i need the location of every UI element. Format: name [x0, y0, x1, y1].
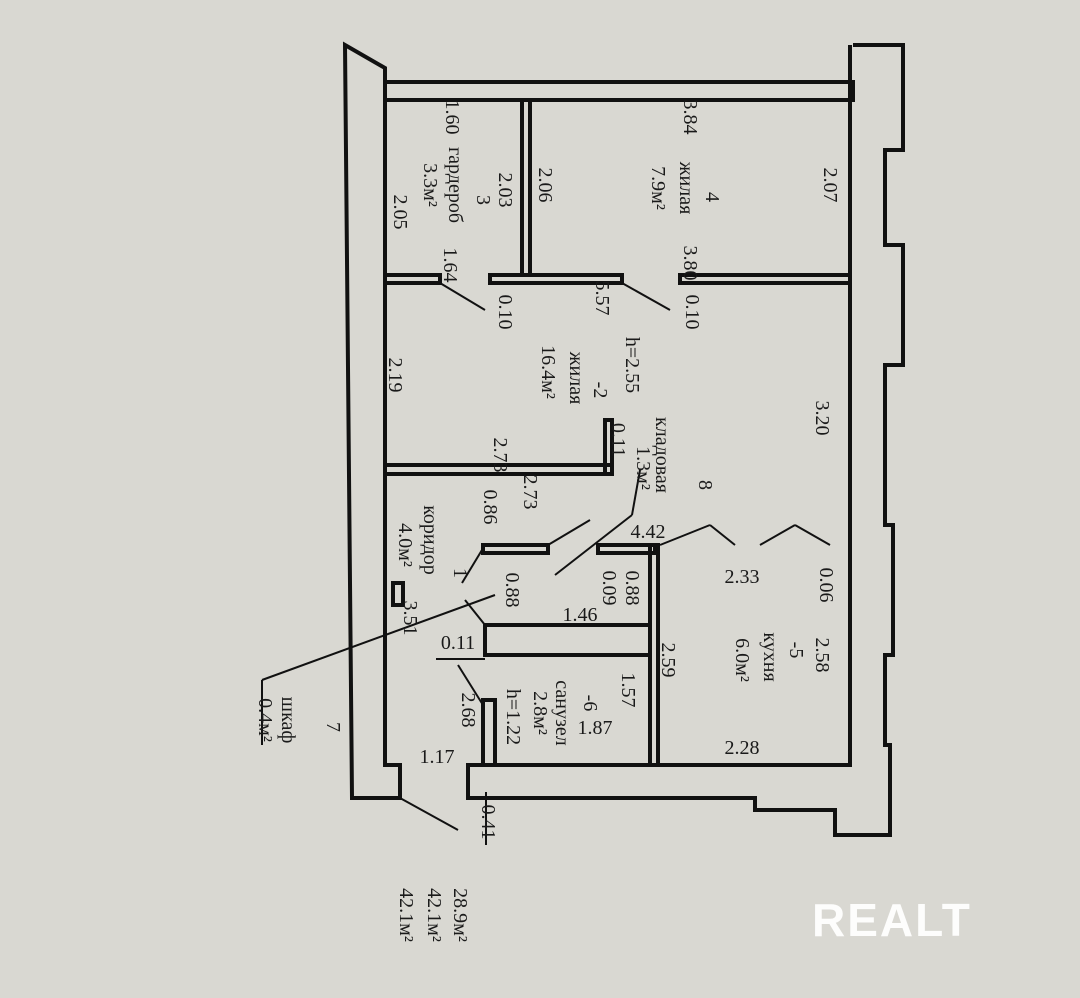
- dimension-label: 2.58: [811, 637, 833, 673]
- closet-area: 0.4м²: [254, 698, 276, 742]
- dimension-label: 2.73: [519, 474, 541, 510]
- wall-wardrobe: [520, 98, 532, 277]
- bathroom-height: h=1.22: [502, 688, 524, 746]
- total-area: 42.1м²: [423, 888, 445, 942]
- dimension-label: 2.19: [384, 357, 406, 393]
- dimension-label: 0.11: [607, 422, 629, 458]
- corridor-area: 4.0м²: [394, 523, 416, 567]
- kitchen-number: -5: [785, 641, 807, 659]
- dimension-label: 2.05: [389, 194, 411, 230]
- dimension-label: 2.28: [724, 737, 760, 759]
- dimension-label: 2.03: [494, 172, 516, 208]
- storage-name: кладовая: [651, 416, 673, 494]
- dimension-label: 1.46: [562, 604, 598, 626]
- room4-area: 7.9м²: [647, 166, 669, 210]
- closet-number: 7: [322, 722, 344, 732]
- dimension-label: 2.68: [457, 692, 479, 728]
- realt-watermark-logo: REALT: [812, 894, 972, 946]
- dimension-label: 0.88: [621, 570, 643, 606]
- room4-name: жилая: [675, 161, 697, 215]
- dimension-label: 0.06: [815, 567, 837, 603]
- room2-number: -2: [589, 381, 611, 399]
- room-wardrobe-name: гардероб: [444, 146, 466, 224]
- dimension-label: 1.87: [577, 717, 613, 739]
- room2-area: 16.4м²: [537, 345, 559, 399]
- dimension-label: 4.42: [630, 521, 666, 543]
- dimension-label: 0.88: [501, 572, 523, 608]
- total-living-area: 28.9м²: [449, 888, 471, 942]
- dimension-label: 3.84: [679, 99, 701, 135]
- outer-wall-right: [466, 43, 905, 837]
- dimension-label: 1.64: [439, 247, 461, 283]
- dimension-label: 0.86: [479, 489, 501, 525]
- dimension-label: 5.57: [591, 280, 613, 316]
- outer-wall-left: [342, 41, 402, 800]
- dimension-label: 1.60: [441, 99, 463, 135]
- outer-wall-top: [383, 80, 855, 102]
- dimension-label: 0.10: [681, 294, 703, 330]
- corridor-number: 1: [449, 568, 471, 578]
- dimension-label: 0.09: [598, 570, 620, 606]
- kitchen-name: кухня: [759, 632, 781, 682]
- bathroom-number: -6: [579, 694, 601, 712]
- storage-area: 1.3м²: [632, 446, 654, 490]
- total-area-incl: 42.1м²: [395, 888, 417, 942]
- dimension-label: 2.33: [724, 566, 760, 588]
- closet-name: шкаф: [277, 696, 299, 744]
- dimension-label: 0.11: [440, 632, 476, 654]
- dimension-label: 2.59: [657, 642, 679, 678]
- corridor-name: коридор: [419, 505, 441, 575]
- dimension-label: 2.07: [819, 167, 841, 203]
- dimension-label: 3.51: [399, 600, 421, 636]
- storage-number: 8: [694, 480, 716, 490]
- dimension-label: 3.80: [679, 245, 701, 281]
- bathroom-name: санузел: [551, 680, 573, 746]
- dimension-label: 2.06: [534, 167, 556, 203]
- room2-name: жилая: [565, 351, 587, 405]
- dimension-label: 3.20: [811, 400, 833, 436]
- dimension-label: 0.10: [494, 294, 516, 330]
- room4-number: 4: [701, 192, 723, 202]
- room-wardrobe-area: 3.3м²: [419, 163, 441, 207]
- dimension-label: 2.73: [489, 437, 511, 473]
- room2-height: h=2.55: [621, 336, 643, 394]
- kitchen-area: 6.0м²: [731, 638, 753, 682]
- dimension-label: 1.57: [617, 672, 639, 708]
- dimension-label: 0.41: [477, 804, 499, 840]
- bathroom-area: 2.8м²: [529, 691, 551, 735]
- room-wardrobe-number: 3: [472, 195, 494, 205]
- leader-lines: [261, 282, 831, 845]
- dimension-label: 1.17: [419, 746, 455, 768]
